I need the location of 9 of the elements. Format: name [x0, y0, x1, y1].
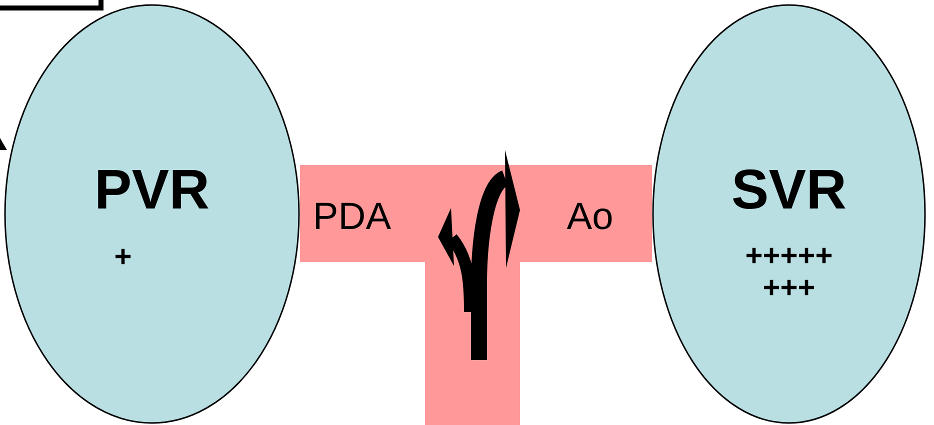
vessel-resistance-label: SVR — [731, 160, 847, 220]
resistance-level: +++++ +++ — [744, 240, 834, 304]
vessel-junction — [300, 165, 652, 425]
resistance-level: + — [113, 241, 133, 273]
vessel-label: Ao — [566, 198, 614, 238]
vessel-label: PDA — [312, 198, 392, 238]
vessel-resistance-label: PVR — [94, 160, 210, 220]
vascular-bed-ellipse — [652, 4, 926, 424]
vascular-bed-ellipse — [4, 4, 300, 424]
